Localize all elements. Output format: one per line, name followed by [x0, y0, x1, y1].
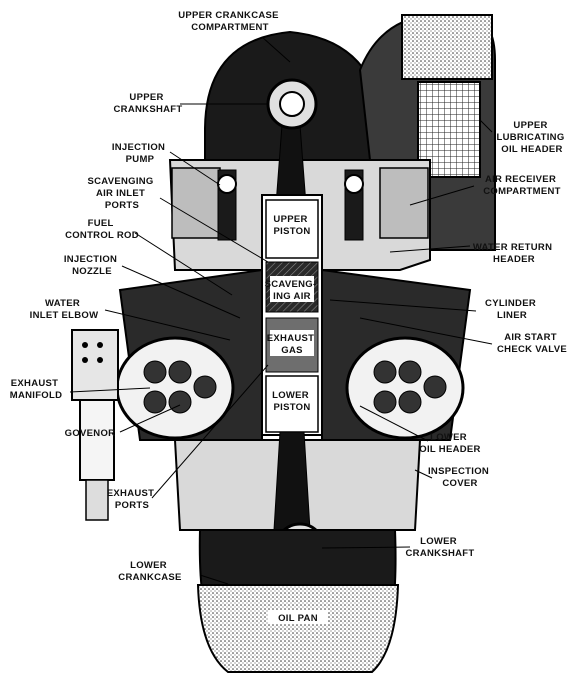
- oil-filter-grid: [417, 81, 481, 178]
- label-governor: GOVENOR: [65, 428, 116, 439]
- upper-crankshaft-hub: [279, 91, 305, 117]
- lower-piston-body: [265, 375, 319, 433]
- label-upper-lubricating-oil-header: UPPER LUBRICATING OIL HEADER: [497, 120, 568, 155]
- lower-connecting-rod: [273, 431, 311, 531]
- label-lower-crankshaft: LOWER CRANKSHAFT: [406, 536, 475, 559]
- label-inspection-cover: INSPECTION COVER: [428, 466, 492, 489]
- label-injection-pump: INJECTION PUMP: [112, 142, 168, 165]
- label-upper-piston: UPPER PISTON: [273, 214, 310, 237]
- label-upper-crankcase-compartment: UPPER CRANKCASE COMPARTMENT: [178, 10, 282, 33]
- cylinder-labels: UPPER PISTON SCAVENG- ING AIR EXHAUST GA…: [265, 214, 328, 624]
- upper-piston-body: [265, 199, 319, 259]
- label-lower-oil-header: LOWER OIL HEADER: [419, 432, 480, 455]
- label-scavenging-air: SCAVENG- ING AIR: [265, 279, 320, 302]
- label-air-receiver-compartment: AIR RECEIVER COMPARTMENT: [483, 174, 561, 197]
- exhaust-manifold-right: [345, 336, 465, 440]
- label-water-return-header: WATER RETURN HEADER: [473, 242, 555, 265]
- label-injection-nozzle: INJECTION NOZZLE: [64, 254, 120, 277]
- label-cylinder-liner: CYLINDER LINER: [485, 298, 539, 321]
- air-receiver-left: [171, 167, 221, 239]
- governor-housing: [71, 329, 119, 401]
- leader-lines: [69, 36, 493, 585]
- label-exhaust-gas: EXHAUST GAS: [267, 333, 317, 356]
- air-receiver-right: [379, 167, 429, 239]
- label-air-start-check-valve: AIR START CHECK VALVE: [497, 332, 567, 355]
- labels: UPPER CRANKCASE COMPARTMENT UPPER CRANKS…: [10, 10, 568, 583]
- oil-pan: [196, 584, 400, 673]
- label-scavenging-air-inlet-ports: SCAVENGING AIR INLET PORTS: [87, 176, 156, 211]
- pump-head-right: [344, 174, 364, 194]
- upper-oil-header-box: [401, 14, 493, 80]
- pump-head-left: [217, 174, 237, 194]
- engine-drawing: [71, 14, 496, 673]
- governor-lower: [79, 399, 115, 481]
- label-lower-crankcase: LOWER CRANKCASE: [118, 560, 181, 583]
- label-oil-pan: OIL PAN: [278, 613, 318, 624]
- label-upper-crankshaft: UPPER CRANKSHAFT: [114, 92, 183, 115]
- label-water-inlet-elbow: WATER INLET ELBOW: [30, 298, 99, 321]
- label-fuel-control-rod: FUEL CONTROL ROD: [65, 218, 139, 241]
- label-exhaust-ports: EXHAUST PORTS: [107, 488, 157, 511]
- exhaust-manifold-right-ports: [373, 360, 447, 414]
- governor-base: [85, 479, 109, 521]
- label-lower-piston: LOWER PISTON: [272, 390, 312, 413]
- exhaust-manifold-left-ports: [143, 360, 217, 414]
- label-exhaust-manifold: EXHAUST MANIFOLD: [10, 378, 63, 401]
